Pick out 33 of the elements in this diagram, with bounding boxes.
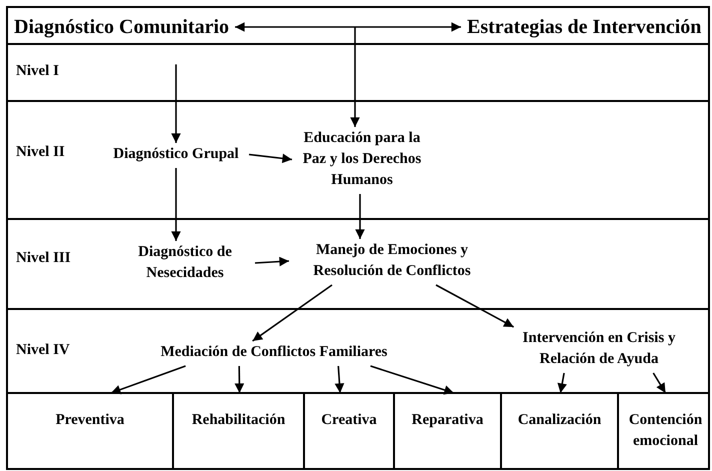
arrow	[355, 194, 365, 239]
level-label: Nivel I	[16, 63, 59, 80]
arrow	[110, 365, 186, 394]
arrow	[234, 366, 244, 394]
level-label: Nivel III	[16, 250, 71, 267]
node-text: Diagnóstico Grupal	[106, 144, 246, 165]
arrow	[171, 64, 181, 143]
category-cell: Creativa	[305, 394, 395, 468]
node-text: Intervención en Crisis y Relación de Ayuda	[502, 328, 696, 370]
category-cell: Reparativa	[395, 394, 502, 468]
arrow	[436, 284, 514, 328]
node-text: Diagnóstico de Nesecidades	[118, 242, 252, 284]
arrow	[248, 154, 292, 164]
category-cell: Rehabilitación	[174, 394, 305, 468]
level-label: Nivel II	[16, 144, 65, 161]
category-cell: Preventiva	[8, 394, 174, 468]
level-label: Nivel IV	[16, 342, 70, 359]
arrow	[350, 27, 360, 127]
arrow	[254, 256, 290, 266]
header-text: Estrategias de Intervención	[467, 15, 702, 39]
arrow	[171, 168, 181, 241]
category-cell: Canalización	[502, 394, 619, 468]
category-cell: Contención emocional	[619, 394, 712, 468]
arrow	[370, 365, 454, 395]
arrow	[334, 366, 344, 394]
node-text: Manejo de Emociones y Resolución de Conflictos	[292, 240, 492, 282]
node-text: Educación para la Paz y los Derechos Humanos	[295, 128, 429, 191]
arrow	[252, 284, 332, 342]
arrow	[652, 372, 666, 394]
header-text: Diagnóstico Comunitario	[14, 15, 229, 39]
node-text: Mediación de Conflictos Familiares	[140, 342, 408, 363]
arrow	[235, 22, 461, 32]
arrow	[557, 372, 567, 394]
